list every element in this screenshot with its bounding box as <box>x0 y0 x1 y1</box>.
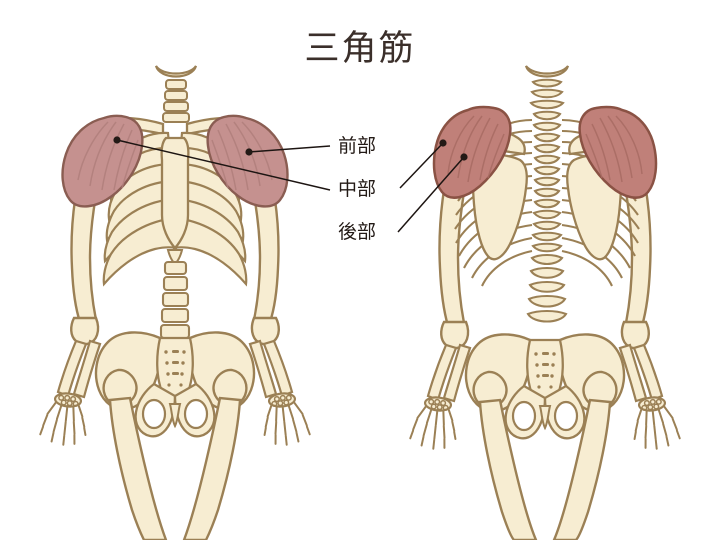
dot-posterior <box>460 153 468 161</box>
page-title: 三角筋 <box>304 29 416 69</box>
posterior-view <box>408 65 682 540</box>
leader-middle-front <box>116 139 331 191</box>
femur-left-back <box>472 370 538 540</box>
label-anterior: 前部 <box>338 135 376 157</box>
lumbar-spine-front <box>159 260 191 340</box>
hand-left-back <box>408 393 461 453</box>
pelvis-back <box>464 333 626 440</box>
leader-middle-back <box>399 142 444 189</box>
forearm-left-front <box>56 339 102 399</box>
leader-lines <box>116 139 465 233</box>
dot-anterior <box>245 148 253 156</box>
right-deltoid-back <box>578 105 658 199</box>
forearm-right-back <box>618 343 664 403</box>
left-deltoid-back <box>432 105 512 199</box>
hand-right-front <box>259 389 312 449</box>
forearm-right-front <box>248 339 294 399</box>
leader-posterior <box>397 156 465 233</box>
rib-cage-front <box>102 131 248 287</box>
forearm-left-back <box>426 343 472 403</box>
label-posterior: 後部 <box>338 221 376 243</box>
dot-middle-back <box>439 139 447 147</box>
femur-right-front <box>182 368 248 540</box>
spine-back <box>524 65 570 323</box>
right-deltoid-front <box>206 114 289 208</box>
cervical-spine-front <box>154 65 198 123</box>
hand-right-back <box>629 393 682 453</box>
hand-left-front <box>38 389 91 449</box>
sacral-foramina <box>164 350 186 387</box>
anterior-view <box>38 65 312 540</box>
sacral-foramina-back <box>534 352 556 389</box>
femur-right-back <box>552 370 618 540</box>
leader-anterior <box>248 145 331 153</box>
label-middle: 中部 <box>338 178 376 200</box>
sternum <box>160 136 190 250</box>
femur-left-front <box>102 368 168 540</box>
dot-middle-front <box>113 136 121 144</box>
leader-dots <box>113 136 468 161</box>
